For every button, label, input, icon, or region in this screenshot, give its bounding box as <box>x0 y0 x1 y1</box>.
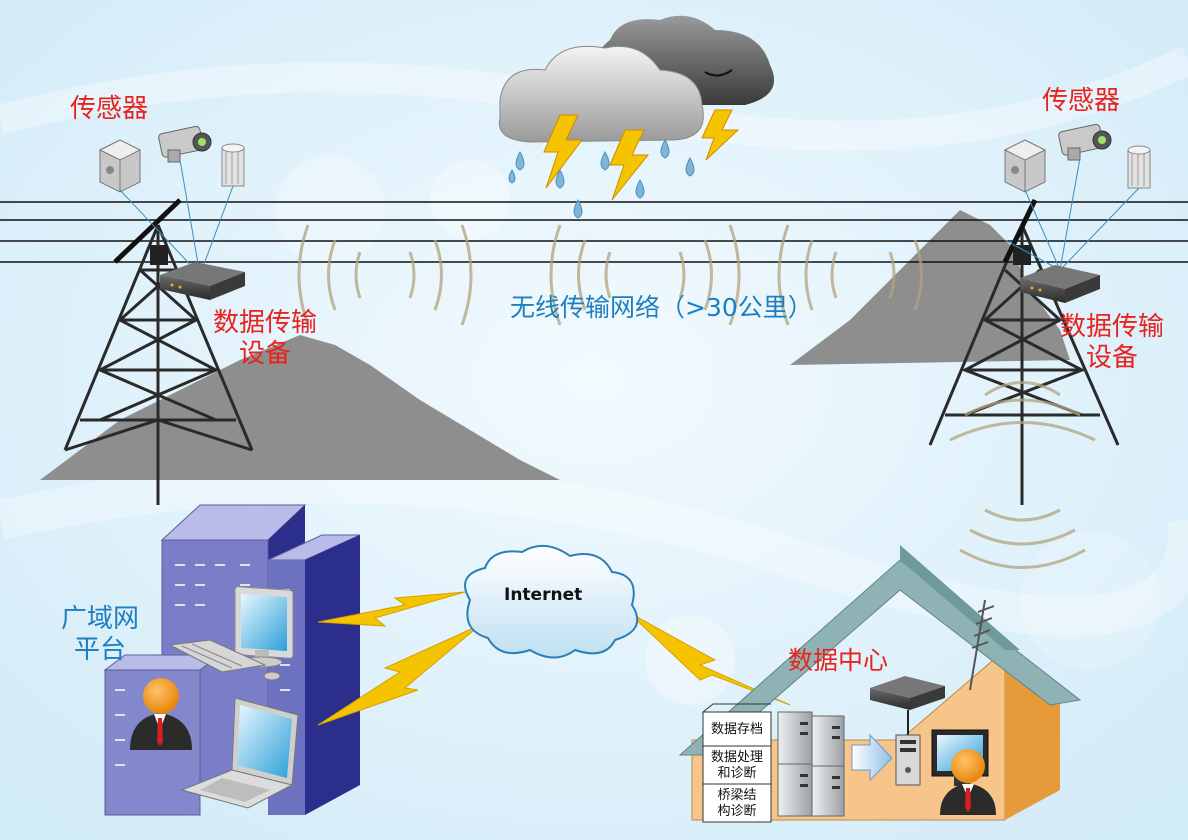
downlink-waves <box>949 381 1096 569</box>
function-process-label-line2: 和诊断 <box>717 766 757 781</box>
tower-left <box>63 224 254 505</box>
antenna-icon <box>969 599 995 691</box>
internet-label: Internet <box>504 585 583 605</box>
sensor-label-right: 传感器 <box>1042 86 1121 116</box>
function-bridge-label-line2: 构诊断 <box>717 804 757 819</box>
function-process-label: 数据处理 和诊断 <box>703 750 771 782</box>
cylinder-sensor-icon-right <box>1127 145 1151 189</box>
wan-platform-label-line1: 广域网 <box>60 604 139 634</box>
desktop-computer-icon <box>168 586 294 681</box>
function-archive-label: 数据存档 <box>710 722 763 737</box>
internet-cloud-icon <box>464 545 639 659</box>
transmission-device-right-icon <box>1020 265 1100 303</box>
lightning-icon <box>543 109 740 201</box>
function-process-label-line1: 数据处理 <box>710 750 763 765</box>
function-bridge-label-line1: 桥梁结 <box>717 788 757 803</box>
sensor-links-right <box>1004 157 1140 271</box>
function-panel <box>702 703 772 823</box>
data-center-label: 数据中心 <box>788 646 889 675</box>
raindrop-icons <box>508 138 695 219</box>
transmission-device-label-right-line2: 设备 <box>1085 343 1138 374</box>
camera-sensor-icon <box>158 125 212 163</box>
server-rack-icon <box>777 711 845 817</box>
person-icon <box>130 678 192 750</box>
datacenter-transmission-device-icon <box>870 676 945 735</box>
sensor-label-left: 传感器 <box>70 94 149 124</box>
arrow-right-icon <box>851 733 893 782</box>
transmission-device-label-left-line2: 设备 <box>238 339 291 370</box>
transmission-device-label-left: 数据传输 设备 <box>205 308 325 370</box>
cylinder-sensor-icon <box>221 143 245 187</box>
transmission-device-label-right: 数据传输 设备 <box>1052 312 1172 374</box>
sensor-box-icon <box>98 139 142 193</box>
wireless-waves <box>297 224 923 326</box>
tower-pc-icon <box>895 734 921 786</box>
camera-sensor-icon-right <box>1058 123 1112 161</box>
storm-cloud-icon <box>498 15 775 143</box>
person-operator-icon <box>940 749 996 815</box>
transmission-device-left-icon <box>160 262 245 300</box>
wireless-network-label: 无线传输网络（>30公里） <box>510 293 813 322</box>
function-bridge-label: 桥梁结 构诊断 <box>703 788 771 820</box>
wan-platform-label: 广域网 平台 <box>52 604 148 666</box>
laptop-icon <box>180 697 299 809</box>
sensor-links-left <box>119 159 234 276</box>
wan-platform-label-line2: 平台 <box>73 635 126 666</box>
mountain-left <box>40 335 560 480</box>
transmission-device-label-left-line1: 数据传输 <box>212 308 317 338</box>
sensor-box-icon-right <box>1003 139 1047 193</box>
transmission-device-label-right-line1: 数据传输 <box>1059 312 1164 342</box>
